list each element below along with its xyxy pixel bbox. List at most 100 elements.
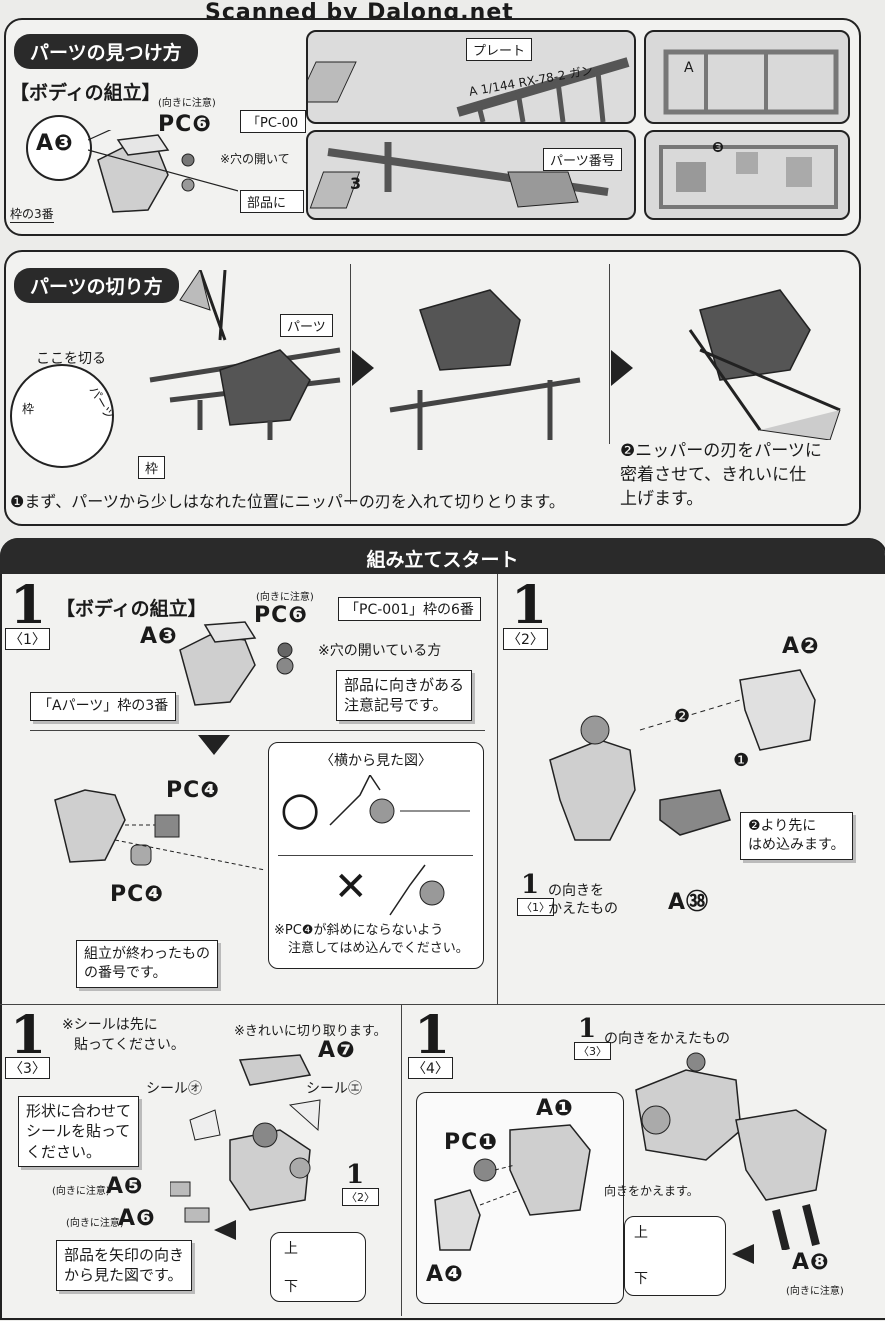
- step3-a7: A❼: [318, 1038, 356, 1063]
- step3-a6: A❻: [118, 1206, 156, 1231]
- frame-label-cut: 枠: [138, 456, 166, 479]
- pc-note: (向きに注意): [158, 98, 216, 109]
- step4-up: 上: [634, 1225, 648, 1241]
- step3-view-box: [270, 1232, 366, 1302]
- step3-body-sketch: [170, 1054, 321, 1223]
- step1-number: 1: [10, 575, 47, 636]
- step4-view-box: [624, 1216, 726, 1296]
- pc-label: PC❻: [158, 112, 212, 137]
- frame-inline: 枠: [22, 402, 35, 416]
- step2-ref-line1: の向きを: [548, 883, 604, 899]
- step1-a-frame: 「Aパーツ」枠の3番: [30, 692, 177, 721]
- step3-arrow-left: [214, 1220, 236, 1240]
- step1-caution-line1: 部品に向きがある: [344, 676, 465, 694]
- step3-down: 下: [284, 1279, 298, 1295]
- step4-a1: A❶: [536, 1096, 574, 1121]
- step4-assembly-sketch: [635, 1052, 827, 1250]
- cut-step1: ❶まず、パーツから少しはなれた位置にニッパーの刃を入れて切りとります。: [10, 492, 565, 511]
- step1-divider: [30, 730, 485, 731]
- insert-note-line2: はめ込みます。: [748, 836, 845, 853]
- step1-pc4-bottom: PC❹: [110, 882, 164, 907]
- cut-step2-line3: 上げます。: [620, 488, 704, 509]
- side-view-title: 〈横から見た図〉: [320, 753, 432, 769]
- step4-number: 1: [414, 1005, 451, 1066]
- ok-mark: ○: [280, 781, 321, 835]
- cut-step2: ❷ニッパーの刃をパーツに 密着させて、きれいに仕 上げます。: [620, 440, 822, 511]
- arrow-right-2: [611, 350, 633, 386]
- step1-pc4-sketch: [54, 789, 266, 871]
- cut-divider-1: [350, 264, 351, 504]
- plate-label: プレート: [466, 38, 533, 61]
- step1-pc6-note: (向きに注意): [256, 592, 314, 603]
- step4-pc1: PC❶: [444, 1130, 498, 1155]
- pc4-warning-line2: 注意してはめ込んでください。: [288, 941, 469, 957]
- step1-pc4-top: PC❹: [166, 778, 220, 803]
- parts-label: パーツ: [280, 314, 333, 337]
- side-view-ok-sketch: [329, 775, 470, 826]
- arrow-right-1: [352, 350, 374, 386]
- shape-note: 形状に合わせて シールを貼って ください。: [18, 1096, 140, 1167]
- parts-cut-sketch: [389, 289, 581, 450]
- seal-note-line2: 貼ってください。: [74, 1036, 185, 1053]
- arrow-view-line1: 部品を矢印の向き: [64, 1246, 185, 1264]
- step1-down-arrow: [198, 735, 230, 755]
- step2-ref-line2: かえたもの: [548, 901, 618, 918]
- done-number-note: 組立が終わったもの の番号です。: [76, 940, 218, 988]
- nipper-step2-sketch: [688, 289, 841, 440]
- seal-e: シール㋓: [306, 1081, 362, 1097]
- arrow-view-note: 部品を矢印の向き から見た図です。: [56, 1240, 193, 1291]
- step3-sub: 〈3〉: [5, 1057, 50, 1079]
- find-parts-title: パーツの見つけ方: [14, 34, 198, 69]
- side-view-separator: [278, 855, 473, 856]
- step1-a3: A❸: [140, 624, 178, 649]
- step4-a4: A❹: [426, 1262, 464, 1287]
- step4-ref-text: の向きをかえたもの: [604, 1031, 730, 1047]
- step3-ref-number: 1: [346, 1160, 365, 1190]
- insert-note: ❷より先に はめ込みます。: [740, 812, 853, 860]
- step3-number: 1: [10, 1005, 47, 1066]
- pc4-warning-line1: ※PC❹が斜めにならないよう: [274, 923, 444, 938]
- part-number-label: パーツ番号: [543, 148, 622, 171]
- step1-caution: 部品に向きがある 注意記号です。: [336, 670, 473, 721]
- step1-body-sketch: [179, 621, 294, 706]
- rotate-note: 向きをかえます。: [604, 1184, 699, 1198]
- step4-parts-sketch: [434, 1124, 591, 1251]
- parts-note: 部品に: [240, 190, 304, 213]
- ng-mark: ✕: [334, 864, 368, 910]
- hole-note: ※穴の開いて: [220, 152, 290, 166]
- divider-v-top: [497, 574, 498, 1004]
- step2-ref-text: の向きを かえたもの: [548, 882, 618, 918]
- step2-arrow1: ❶: [733, 750, 750, 771]
- seal-o: シール㋔: [146, 1081, 202, 1097]
- step1-hole: ※穴の開いている方: [318, 643, 442, 659]
- cut-step2-line1: ❷ニッパーの刃をパーツに: [620, 441, 822, 461]
- cut-divider-2: [609, 264, 610, 444]
- step4-ref-number: 1: [578, 1014, 597, 1044]
- step2-body-sketch: [549, 669, 816, 841]
- runner-thumb-2: [644, 130, 850, 220]
- step3-up: 上: [284, 1241, 298, 1257]
- step3-a5: A❺: [106, 1174, 144, 1199]
- step2-a38: A㊳: [668, 890, 710, 915]
- step4-arrow-left: [732, 1244, 754, 1264]
- step1-pc-frame: 「PC-001」枠の6番: [338, 597, 481, 621]
- step2-ref-sub: 〈1〉: [517, 898, 554, 916]
- frame-label: 枠の3番: [10, 207, 54, 223]
- shape-note-line3: ください。: [26, 1142, 102, 1161]
- a6-note: (向きに注意): [66, 1218, 124, 1229]
- step1-pc6: PC❻: [254, 603, 308, 628]
- step2-ref-number: 1: [521, 870, 540, 900]
- seal-note: ※シールは先に 貼ってください。: [62, 1016, 185, 1055]
- runner-photo-2: [306, 130, 636, 220]
- a5-note: (向きに注意): [52, 1186, 110, 1197]
- step2-arrow2: ❷: [674, 706, 691, 727]
- step1-sub: 〈1〉: [5, 628, 50, 650]
- seal-note-line1: ※シールは先に: [62, 1017, 158, 1033]
- step2-sub: 〈2〉: [503, 628, 548, 650]
- step4-down: 下: [634, 1271, 648, 1287]
- cut-step2-line2: 密着させて、きれいに仕: [620, 464, 807, 485]
- body-sketch-small: [88, 130, 238, 213]
- pc4-warning: ※PC❹が斜めにならないよう 注意してはめ込んでください。: [274, 922, 469, 958]
- circle-part-id: A❸: [36, 131, 74, 156]
- nipper-step1-sketch: [149, 270, 341, 440]
